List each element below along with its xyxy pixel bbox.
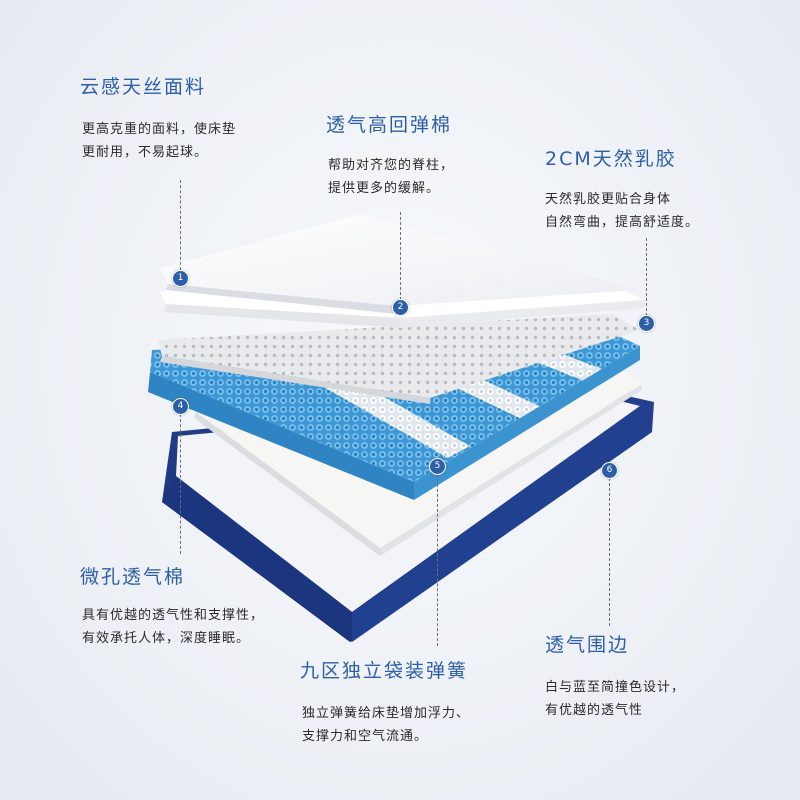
badge-4: 4	[172, 398, 189, 415]
layer-3-title: 2CM天然乳胶	[545, 148, 677, 170]
layer-2-desc-line: 帮助对齐您的脊柱，	[328, 158, 455, 173]
layer-1-title: 云感天丝面料	[80, 76, 207, 98]
leader-line-6	[609, 478, 610, 626]
leader-line-5	[437, 474, 438, 646]
layer-3-description: 天然乳胶更贴合身体 自然弯曲，提高舒适度。	[545, 188, 699, 234]
layer-2-desc-line: 提供更多的缓解。	[328, 181, 441, 196]
layer-2-title: 透气高回弹棉	[326, 114, 453, 136]
layer-6-title: 透气围边	[545, 634, 630, 656]
layer-3-latex	[158, 314, 640, 404]
badge-1: 1	[172, 270, 189, 287]
leader-line-2	[400, 212, 401, 300]
badge-6: 6	[601, 462, 618, 479]
layer-5-desc-line: 支撑力和空气流通。	[302, 729, 429, 744]
badge-3: 3	[638, 315, 655, 332]
leader-line-3	[646, 238, 647, 316]
layer-6-description: 白与蓝至简撞色设计， 有优越的透气性	[545, 676, 685, 722]
layer-2-description: 帮助对齐您的脊柱， 提供更多的缓解。	[328, 154, 454, 200]
layer-6-desc-line: 白与蓝至简撞色设计，	[545, 680, 686, 695]
badge-2: 2	[392, 299, 409, 316]
layer-3-desc-line: 自然弯曲，提高舒适度。	[545, 215, 700, 230]
leader-line-1	[180, 180, 181, 270]
badge-5: 5	[429, 458, 446, 475]
layer-1-desc-line: 更耐用，不易起球。	[82, 145, 209, 160]
layer-4-description: 具有优越的透气性和支撑性， 有效承托人体，深度睡眠。	[82, 604, 264, 650]
layer-4-desc-line: 具有优越的透气性和支撑性，	[82, 608, 265, 623]
layer-3-desc-line: 天然乳胶更贴合身体	[545, 192, 672, 207]
layer-4-desc-line: 有效承托人体，深度睡眠。	[82, 631, 251, 646]
layer-5-title: 九区独立袋装弹簧	[300, 660, 469, 682]
layer-1-description: 更高克重的面料，使床垫 更耐用，不易起球。	[82, 118, 236, 164]
layer-5-desc-line: 独立弹簧给床垫增加浮力、	[302, 706, 471, 721]
layer-5-description: 独立弹簧给床垫增加浮力、 支撑力和空气流通。	[302, 702, 470, 748]
layer-4-title: 微孔透气棉	[80, 566, 186, 588]
leader-line-4	[180, 414, 181, 554]
layer-6-desc-line: 有优越的透气性	[545, 703, 644, 718]
layer-1-desc-line: 更高克重的面料，使床垫	[82, 122, 237, 137]
